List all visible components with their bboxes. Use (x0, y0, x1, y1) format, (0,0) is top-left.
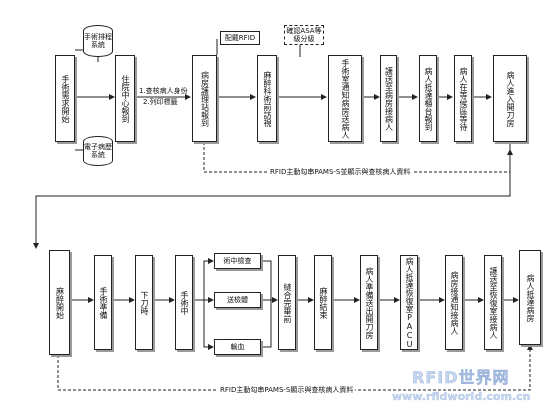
branch-send-specimen: 送檢體 (214, 292, 261, 308)
step-print-label: 2.列印標籤 (143, 98, 178, 106)
step-enter-or: 病人進入開刀房 (493, 55, 527, 142)
step-escort-from-pacu: 護送至恢復室接病人 (484, 255, 502, 350)
step-or-notifies-ward: 手術室通知病房送病人 (328, 55, 362, 142)
step-patient-waiting: 病人在等候區等待 (454, 55, 472, 142)
step-verify-identity: 1.查核病人身份 (139, 87, 188, 95)
step-anesthesia-start: 麻醉開始 (49, 250, 70, 355)
step-patient-counter-checkin: 病人抵達櫃台報到 (419, 55, 437, 142)
watermark-url: www.rfidworld.com.cn (392, 390, 531, 403)
step-anesthesia-end: 麻醉結束 (314, 255, 332, 350)
bottom-rfid-feedback-label: RFID主動勾串PAMS-S顯示與查核病人資料 (218, 386, 356, 394)
step-surgery-request: 手術需求開始 (55, 55, 75, 142)
scheduling-system-database: 手術排程系統 (83, 25, 113, 57)
step-ward-notified: 病房接通知接病人 (445, 255, 463, 350)
emr-system-database: 電子病歷系統 (83, 136, 113, 166)
step-surgery-prep: 手術準備 (94, 255, 112, 350)
step-admission-checkin: 住院中心報到 (115, 55, 135, 142)
step-intraoperative: 手術中 (175, 255, 193, 350)
asa-check-box: 確認ASA等級分級 (284, 25, 324, 45)
step-arrive-ward: 病人抵達病房 (519, 250, 541, 345)
step-before-suture: 縫合完畢前 (278, 255, 296, 350)
watermark-logo: RFID世界网 (412, 368, 510, 388)
branch-blood-transfusion: 輸血 (214, 339, 261, 355)
step-preop-anesthesia-visit: 麻醉科術前訪視 (257, 55, 277, 142)
branch-intraop-exam: 術中檢查 (214, 253, 261, 269)
rfid-tag-box: 配戴RFID (220, 31, 260, 45)
step-arrive-pacu: 病人抵達恢復室PACU (400, 255, 418, 350)
step-escort-to-ward: 護送至病房接病人 (380, 55, 397, 142)
step-incision: 下刀時 (135, 255, 153, 350)
step-ward-nursing-checkin: 病房護理站報到 (192, 55, 217, 142)
step-prepare-leave-or: 病人準備送出開刀房 (360, 255, 378, 350)
top-rfid-feedback-label: RFID主動勾串PAMS-S並顯示與查核病人資料 (268, 168, 413, 176)
